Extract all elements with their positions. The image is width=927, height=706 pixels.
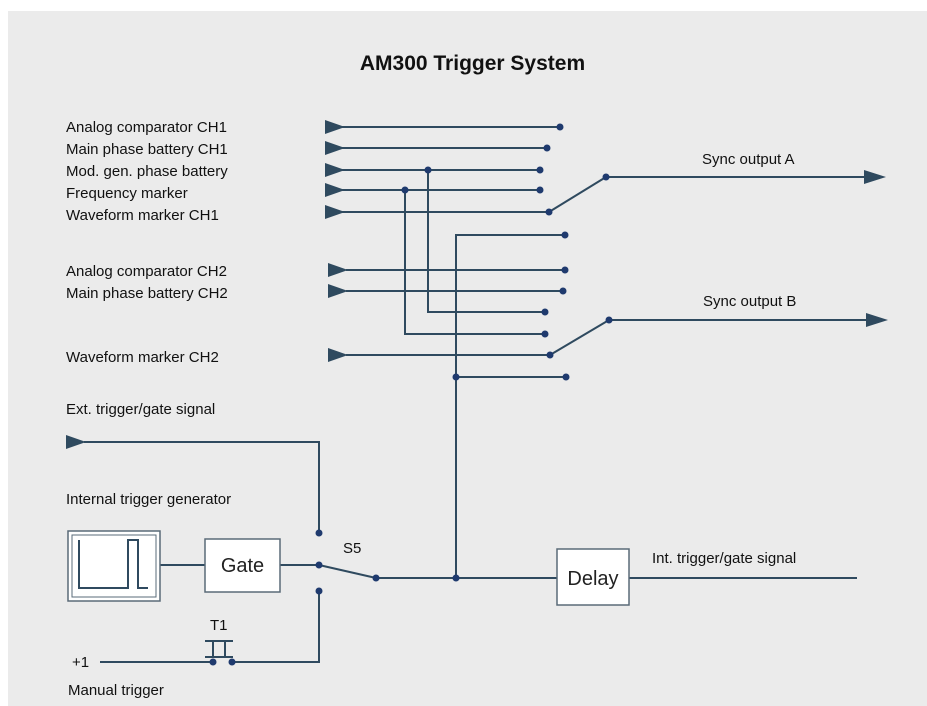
wire-t1-to-s5 [232,591,320,663]
contact-dot [536,166,544,174]
junction-dot [452,373,460,381]
label-manual-trigger: Manual trigger [68,682,164,699]
delay-block [556,548,630,606]
label-analog-comp-ch1: Analog comparator CH1 [66,119,227,136]
contact-dot [315,529,323,537]
label-main-phase-ch1: Main phase battery CH1 [66,141,228,158]
input-arrow-icon [328,348,348,362]
diagram-title: AM300 Trigger System [359,52,586,75]
wire-freq-to-group2 [404,190,545,335]
switch-b-blade [549,319,610,356]
contact-dot [605,316,613,324]
contact-dot [559,287,567,295]
label-switch-s5: S5 [343,540,362,557]
label-waveform-ch1: Waveform marker CH1 [66,207,219,224]
contact-dot [536,186,544,194]
label-ext-trigger: Ext. trigger/gate signal [66,401,216,418]
input-arrow-icon [325,205,345,219]
label-waveform-ch2: Waveform marker CH2 [66,349,219,366]
input-arrow-icon [325,141,345,155]
contact-dot [543,144,551,152]
label-main-phase-ch2: Main phase battery CH2 [66,285,228,302]
wire-int-trigger-top [455,234,565,578]
contact-dot [545,208,553,216]
label-analog-comp-ch2: Analog comparator CH2 [66,263,227,280]
contact-dot [546,351,554,359]
contact-dot [561,231,569,239]
contact-dot [541,308,549,316]
contact-dot [315,587,323,595]
switch-s5-blade [318,564,377,579]
junction-dot [424,166,432,174]
label-sync-output-a: Sync output A [702,151,795,168]
gate-label: Gate [220,555,265,577]
label-mod-gen-phase: Mod. gen. phase battery [66,163,228,180]
junction-dot [452,574,460,582]
output-arrow-icon [866,313,888,327]
input-arrow-icon [325,120,345,134]
delay-label: Delay [567,568,619,590]
label-freq-marker: Frequency marker [66,185,188,202]
input-arrow-icon [66,435,86,449]
input-arrow-icon [328,263,348,277]
label-sync-output-b: Sync output B [703,293,797,310]
push-button-t1 [205,640,233,658]
label-internal-generator: Internal trigger generator [66,491,232,508]
junction-dot [401,186,409,194]
internal-trigger-generator-block [67,530,161,602]
contact-dot [228,658,236,666]
pulse-waveform-icon [78,539,148,589]
output-arrow-icon [864,170,886,184]
gate-block [204,538,281,593]
input-arrow-icon [328,284,348,298]
label-switch-t1: T1 [210,617,228,634]
contact-dot [315,561,323,569]
contact-dot [602,173,610,181]
contact-dot [209,658,217,666]
input-arrow-icon [325,163,345,177]
contact-dot [372,574,380,582]
wire-mod-gen-to-group2 [427,170,545,313]
contact-dot [556,123,564,131]
wire-ext-trigger [84,441,320,533]
switch-a-blade [548,176,607,213]
contact-dot [541,330,549,338]
input-arrow-icon [325,183,345,197]
label-int-trigger-out: Int. trigger/gate signal [652,550,797,567]
contact-dot [561,266,569,274]
label-plus-one: +1 [72,654,90,671]
contact-dot [562,373,570,381]
